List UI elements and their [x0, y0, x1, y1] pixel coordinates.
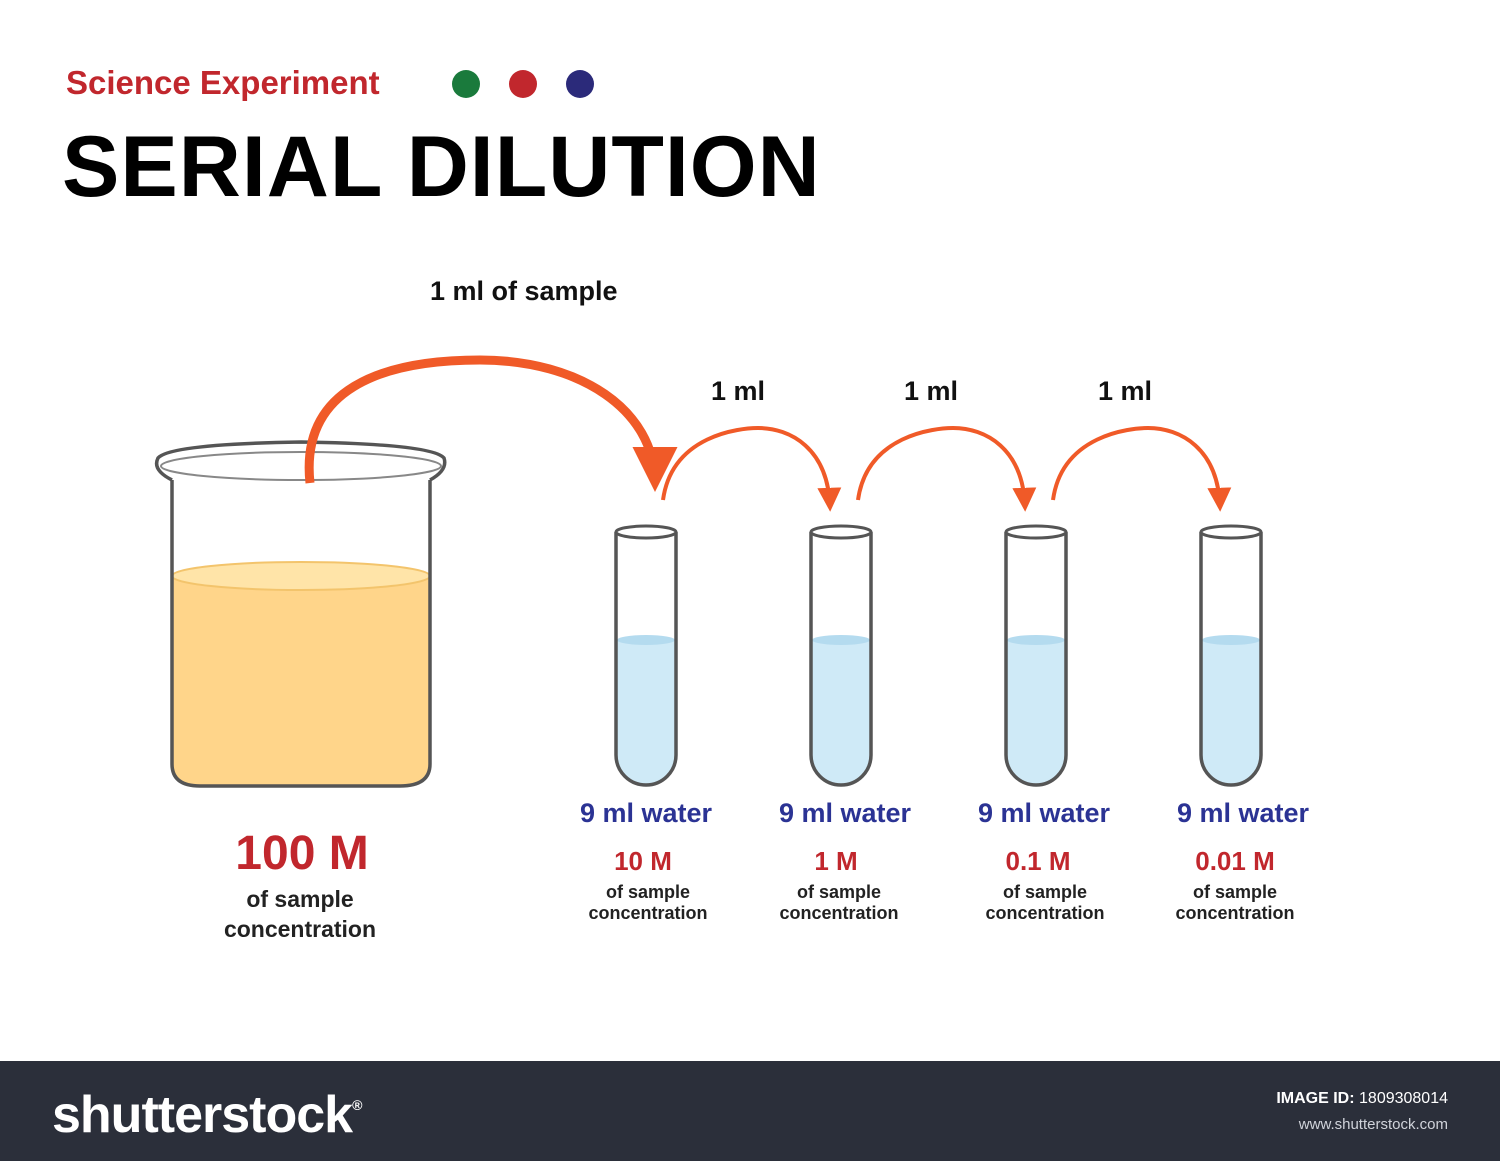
step-transfer-label-2: 1 ml	[904, 376, 959, 406]
first-transfer-label: 1 ml of sample	[430, 276, 618, 306]
stock-concentration: 100 M	[235, 827, 369, 880]
image-id: IMAGE ID: 1809308014	[1276, 1090, 1448, 1108]
transfer-arrow-1	[661, 425, 842, 512]
tube-3-concentration: 0.1 M	[1005, 846, 1071, 876]
test-tube-1	[614, 524, 678, 787]
sample-liquid-surface	[171, 561, 431, 591]
tube-4-concentration: 0.01 M	[1195, 846, 1275, 876]
step-transfer-label-1: 1 ml	[711, 376, 766, 406]
tube-1-note: of sample concentration	[588, 882, 708, 923]
tube-4-note: of sample concentration	[1175, 882, 1295, 923]
tube-4-water: 9 ml water	[1176, 798, 1310, 828]
registered-mark: ®	[352, 1097, 362, 1113]
test-tube-2	[809, 524, 873, 787]
stock-note: of sample concentration	[223, 886, 377, 942]
transfer-arrow-3	[1051, 425, 1232, 512]
sample-liquid	[172, 576, 430, 786]
brand-name: shutterstock	[52, 1086, 353, 1144]
tube-2-water: 9 ml water	[778, 798, 912, 828]
brand-logo: shutterstock®	[52, 1085, 362, 1145]
site-url: www.shutterstock.com	[1298, 1116, 1448, 1133]
stock-footer-bar: shutterstock® IMAGE ID: 1809308014 www.s…	[0, 1061, 1500, 1161]
navy-dot	[566, 70, 594, 98]
step-transfer-label-3: 1 ml	[1098, 376, 1153, 406]
beaker-rim	[154, 440, 447, 482]
red-dot	[509, 70, 537, 98]
beaker	[154, 440, 447, 788]
test-tube-4	[1199, 524, 1263, 787]
tube-3-water: 9 ml water	[977, 798, 1111, 828]
tube-2-note: of sample concentration	[779, 882, 899, 923]
subtitle: Science Experiment	[66, 64, 380, 101]
tube-1-water: 9 ml water	[579, 798, 713, 828]
dilution-diagram	[154, 355, 1263, 788]
image-id-value: 1809308014	[1359, 1090, 1448, 1107]
test-tube-3	[1004, 524, 1068, 787]
image-id-label: IMAGE ID:	[1276, 1090, 1355, 1107]
page-title: SERIAL DILUTION	[62, 119, 821, 215]
tube-1-concentration: 10 M	[614, 846, 672, 876]
transfer-arrow-sample	[304, 355, 678, 492]
transfer-arrow-2	[856, 425, 1037, 512]
tube-3-note: of sample concentration	[985, 882, 1105, 923]
beaker-glass	[170, 480, 432, 788]
green-dot	[452, 70, 480, 98]
tube-2-concentration: 1 M	[814, 846, 858, 876]
